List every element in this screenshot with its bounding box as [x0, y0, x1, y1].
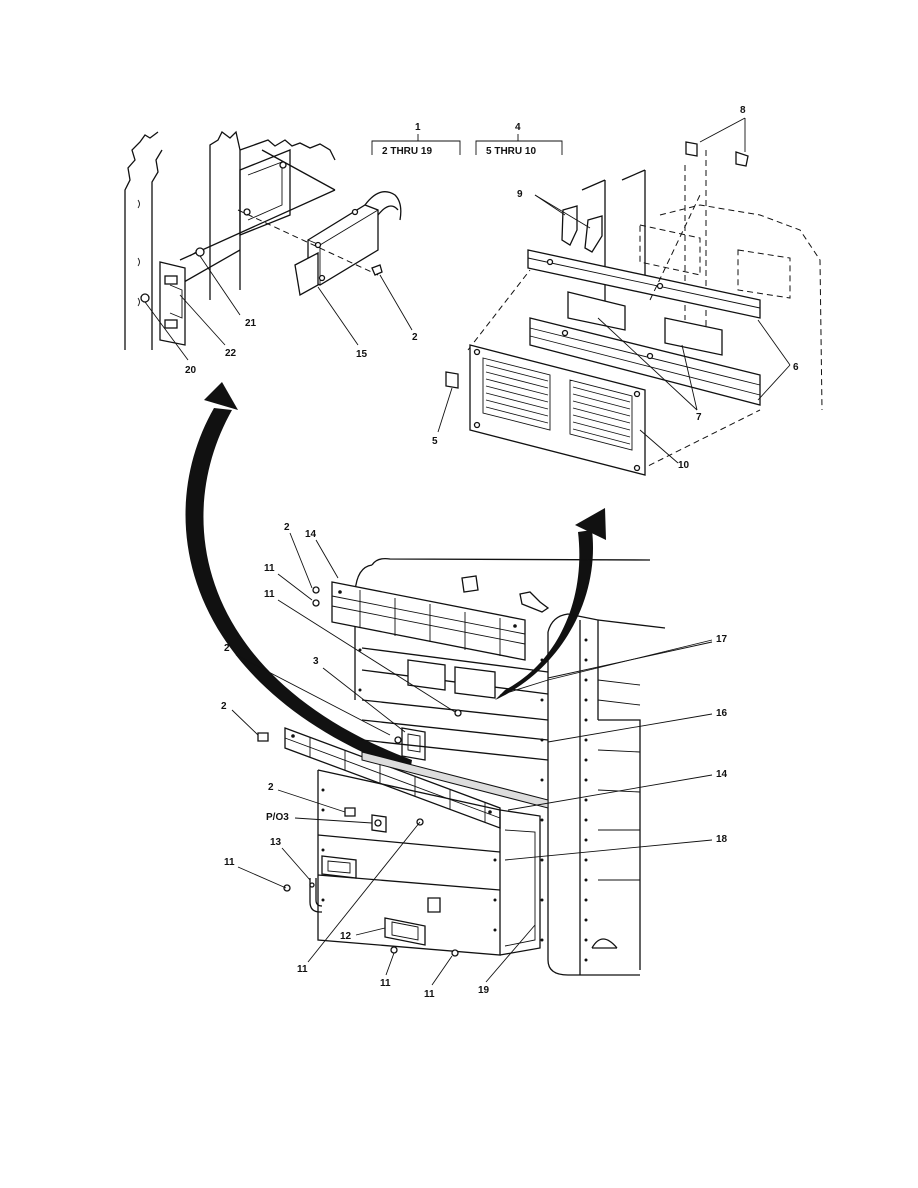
- callout-11-door: 11: [297, 964, 308, 975]
- callout-9: 9: [517, 189, 523, 200]
- callout-11-hook: 11: [224, 857, 235, 868]
- callout-21: 21: [245, 318, 257, 329]
- louver-slots: [482, 357, 633, 451]
- callout-16: 16: [716, 708, 728, 719]
- callout-2-top-hinge: 2: [284, 522, 290, 533]
- bracket-group-1: 1 2 THRU 19: [371, 122, 461, 157]
- callout-18: 18: [716, 834, 728, 845]
- callout-2-middle-a: 2: [224, 643, 230, 654]
- callout-13: 13: [270, 837, 282, 848]
- bracket-1-range: 2 THRU 19: [382, 146, 432, 157]
- bracket-1-number: 1: [415, 122, 421, 133]
- callout-7: 7: [696, 412, 702, 423]
- arrow-to-latch-detail: [185, 382, 412, 772]
- bracket-4-range: 5 THRU 10: [486, 146, 536, 157]
- callout-12: 12: [340, 931, 352, 942]
- callout-2-middle-b: 2: [221, 701, 227, 712]
- main-cabinet-assembly: [231, 532, 713, 986]
- callout-19: 19: [478, 985, 490, 996]
- arrow-to-louver-detail: [495, 508, 606, 700]
- callout-8: 8: [740, 105, 746, 116]
- callout-17: 17: [716, 634, 728, 645]
- callout-2-lower: 2: [268, 782, 274, 793]
- callout-3: 3: [313, 656, 319, 667]
- detail-louver-assembly: [437, 117, 823, 476]
- detail-latch-assembly: [124, 130, 413, 361]
- callout-p-o-3: P/O3: [266, 812, 289, 823]
- callout-11-upper-b: 11: [264, 589, 275, 600]
- callout-11-upper-a: 11: [264, 563, 275, 574]
- rivets: [358, 608, 588, 962]
- callout-20: 20: [185, 365, 197, 376]
- callout-11-handle-a: 11: [380, 978, 391, 989]
- bracket-group-4: 4 5 THRU 10: [475, 122, 563, 157]
- callout-22: 22: [225, 348, 237, 359]
- callout-15: 15: [356, 349, 368, 360]
- callout-11-handle-b: 11: [424, 989, 435, 1000]
- callout-6: 6: [793, 362, 799, 373]
- callout-14-lower-hinge: 14: [716, 769, 728, 780]
- callout-5: 5: [432, 436, 438, 447]
- callout-14-top-hinge: 14: [305, 529, 317, 540]
- callout-2-latch-screw: 2: [412, 332, 418, 343]
- callout-10: 10: [678, 460, 690, 471]
- bracket-4-number: 4: [515, 122, 521, 133]
